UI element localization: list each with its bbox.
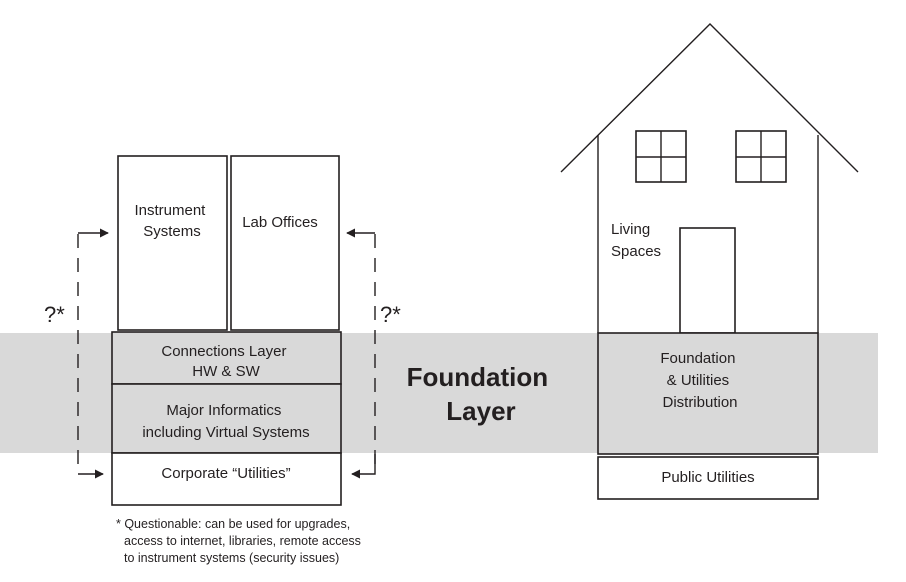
connections-layer-box xyxy=(111,331,342,385)
right-question-mark: ?* xyxy=(380,302,401,327)
public-utilities-label: Public Utilities xyxy=(661,469,754,486)
right-bottom-arrow xyxy=(351,454,376,479)
major-informatics-box xyxy=(111,383,342,454)
footnote-text: * Questionable: can be used for upgrades… xyxy=(116,517,364,565)
left-question-mark: ?* xyxy=(44,302,65,327)
house-walls xyxy=(597,135,819,333)
house-roof xyxy=(560,23,859,173)
lab-offices-box xyxy=(230,155,340,331)
connections-layer-label: Connections Layer HW & SW xyxy=(161,343,290,380)
corporate-utilities-box xyxy=(111,452,342,506)
foundation-layer-label: Foundation Layer xyxy=(407,362,556,426)
instrument-systems-box xyxy=(117,155,228,331)
living-spaces-label: Living Spaces xyxy=(611,221,661,260)
instrument-systems-label: Instrument Systems xyxy=(134,202,209,240)
corporate-utilities-label: Corporate “Utilities” xyxy=(161,465,290,482)
public-utilities-box xyxy=(597,456,819,500)
house-door xyxy=(679,227,736,334)
house-window-left-cross xyxy=(636,131,686,182)
lab-offices-label: Lab Offices xyxy=(242,214,318,231)
house-window-right-cross xyxy=(736,131,786,182)
house-foundation-box xyxy=(597,332,819,455)
house-foundation-label: Foundation & Utilities Distribution xyxy=(660,350,739,411)
major-informatics-label: Major Informatics including Virtual Syst… xyxy=(142,402,309,441)
